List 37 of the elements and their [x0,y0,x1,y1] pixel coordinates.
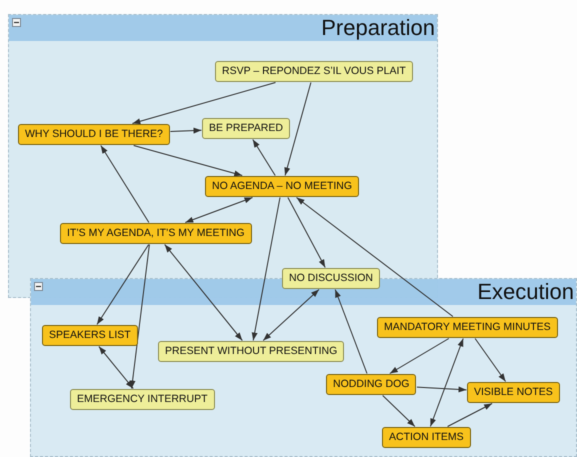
group-title: Preparation [321,16,435,40]
concept-box: VISIBLE NOTES [467,382,560,403]
group-panel [8,14,438,298]
concept-box: NO AGENDA – NO MEETING [205,176,360,197]
concept-box: BE PREPARED [202,118,290,139]
arrow [284,82,312,176]
arrow [164,244,243,341]
arrow [382,395,416,427]
arrow [133,145,243,176]
arrow [170,128,202,134]
arrow [252,139,276,176]
arrow [416,386,467,392]
concept-box: ACTION ITEMS [382,427,471,448]
arrow [287,197,326,268]
arrow [130,244,150,389]
arrow [132,82,276,124]
arrow [98,346,134,389]
concept-box: IT’S MY AGENDA, IT’S MY MEETING [60,223,252,244]
arrow [474,338,506,382]
arrow [389,338,450,374]
concept-box: MANDATORY MEETING MINUTES [377,317,558,338]
arrow [334,289,368,374]
concept-box: PRESENT WITHOUT PRESENTING [158,341,344,362]
concept-box: EMERGENCY INTERRUPT [70,389,214,410]
arrow [252,197,280,341]
arrow [100,145,150,223]
arrow [262,289,320,341]
concept-box: RSVP – REPONDEZ S’IL VOUS PLAIT [215,61,413,82]
arrow [184,197,253,223]
group-title: Execution [477,280,574,304]
arrow [447,403,493,427]
concept-box: SPEAKERS LIST [42,325,138,346]
concept-box: NODDING DOG [326,374,416,395]
arrow [296,197,454,317]
arrow [96,244,150,325]
arrow [430,338,464,427]
concept-box: WHY SHOULD I BE THERE? [18,124,170,145]
